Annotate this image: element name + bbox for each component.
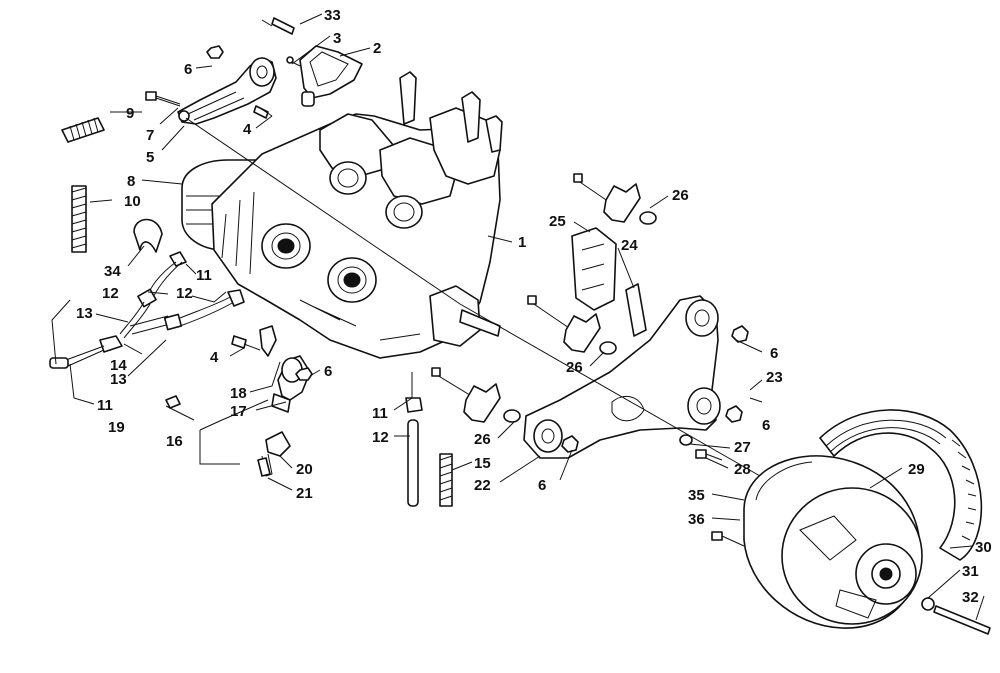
part-24-bracket bbox=[625, 283, 647, 337]
callout-9: 9 bbox=[126, 105, 134, 122]
callout-28: 28 bbox=[734, 461, 751, 478]
callout-6: 6 bbox=[762, 417, 770, 434]
callout-6: 6 bbox=[184, 61, 192, 78]
part-17-lower-mount bbox=[259, 325, 311, 477]
callout-15: 15 bbox=[474, 455, 491, 472]
leader-lines bbox=[51, 13, 985, 621]
callout-18: 18 bbox=[230, 385, 247, 402]
part-11-12-lower-hose bbox=[405, 397, 423, 507]
part-21-bolt bbox=[257, 457, 271, 477]
callout-25: 25 bbox=[549, 213, 566, 230]
callout-24: 24 bbox=[621, 237, 638, 254]
callout-12: 12 bbox=[102, 285, 119, 302]
part-29-drive-clutch bbox=[743, 455, 923, 629]
part-3-pin bbox=[286, 56, 301, 67]
part-7-bolt bbox=[145, 91, 181, 107]
callout-5: 5 bbox=[146, 149, 154, 166]
callout-12: 12 bbox=[176, 285, 193, 302]
part-36-bolt bbox=[711, 531, 745, 547]
callout-31: 31 bbox=[962, 563, 979, 580]
part-4-bolt-lower bbox=[231, 335, 261, 351]
callout-6: 6 bbox=[324, 363, 332, 380]
callout-36: 36 bbox=[688, 511, 705, 528]
part-6-nuts-chaincase bbox=[561, 325, 749, 453]
callout-23: 23 bbox=[766, 369, 783, 386]
part-5-upper-mount-bracket bbox=[177, 57, 277, 125]
part-28-bolt bbox=[695, 449, 723, 461]
callout-7: 7 bbox=[146, 127, 154, 144]
callout-11: 11 bbox=[196, 267, 212, 284]
part-4-bolt-upper bbox=[253, 105, 273, 119]
callout-11: 11 bbox=[97, 397, 113, 414]
callout-19: 19 bbox=[108, 419, 125, 436]
part-34-clamp bbox=[133, 218, 163, 253]
callout-8: 8 bbox=[127, 173, 135, 190]
part-27-washer bbox=[679, 434, 693, 446]
part-23-pin bbox=[749, 397, 763, 403]
callout-13: 13 bbox=[76, 305, 93, 322]
callout-4: 4 bbox=[243, 121, 252, 138]
callout-34: 34 bbox=[104, 263, 121, 280]
callout-26: 26 bbox=[566, 359, 583, 376]
part-26-star-plate-upper bbox=[573, 173, 657, 225]
callout-14: 14 bbox=[110, 357, 127, 374]
callout-2: 2 bbox=[373, 40, 381, 57]
part-19-bolt bbox=[165, 395, 181, 409]
callout-12: 12 bbox=[372, 429, 389, 446]
callout-26: 26 bbox=[474, 431, 491, 448]
part-26-star-plate-lower bbox=[431, 367, 521, 423]
part-6-nut-lower-left bbox=[295, 367, 313, 381]
callout-17: 17 bbox=[230, 403, 247, 420]
part-30-belt bbox=[819, 409, 983, 561]
callout-21: 21 bbox=[296, 485, 313, 502]
callout-33: 33 bbox=[324, 7, 341, 24]
part-32-bolt bbox=[933, 605, 991, 635]
callout-6: 6 bbox=[770, 345, 778, 362]
part-25-pad bbox=[571, 227, 617, 311]
callout-10: 10 bbox=[124, 193, 141, 210]
part-15-spring bbox=[439, 453, 453, 507]
callout-3: 3 bbox=[333, 30, 341, 47]
callout-20: 20 bbox=[296, 461, 313, 478]
part-22-chaincase-plate bbox=[523, 295, 721, 459]
part-2-cover bbox=[299, 45, 363, 107]
part-1-engine bbox=[211, 71, 503, 359]
part-10-spring bbox=[71, 185, 87, 253]
callout-4: 4 bbox=[210, 349, 219, 366]
part-9-spring bbox=[61, 117, 105, 143]
callout-30: 30 bbox=[975, 539, 992, 556]
callout-11: 11 bbox=[372, 405, 388, 422]
callout-32: 32 bbox=[962, 589, 979, 606]
callout-26: 26 bbox=[672, 187, 689, 204]
callout-35: 35 bbox=[688, 487, 705, 504]
callout-6: 6 bbox=[538, 477, 546, 494]
callout-22: 22 bbox=[474, 477, 491, 494]
part-26-star-plate-middle bbox=[527, 295, 617, 355]
part-33-clip bbox=[261, 17, 295, 35]
callout-16: 16 bbox=[166, 433, 183, 450]
part-6-nut-upper bbox=[206, 45, 224, 59]
callout-1: 1 bbox=[518, 234, 526, 251]
callout-27: 27 bbox=[734, 439, 751, 456]
callout-29: 29 bbox=[908, 461, 925, 478]
callout-13: 13 bbox=[110, 371, 127, 388]
part-31-washer bbox=[921, 597, 935, 611]
callout-labels: 33 3 2 6 9 7 4 5 8 10 1 26 25 24 34 11 1… bbox=[76, 7, 992, 606]
part-11-14-hoses bbox=[49, 251, 245, 369]
